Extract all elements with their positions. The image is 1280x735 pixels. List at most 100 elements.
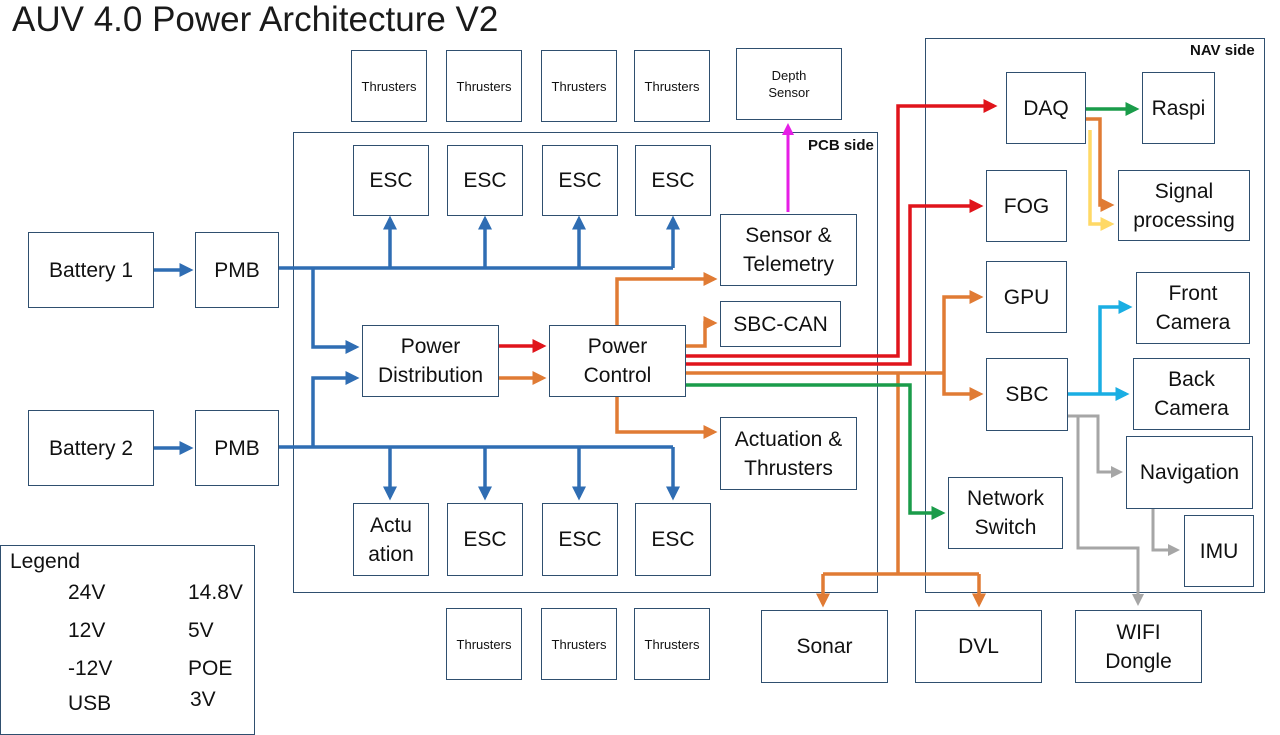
connection-wires	[14, 99, 1180, 711]
wire-daq-signal-neg12v	[1088, 130, 1115, 231]
sbc-box: SBC	[986, 358, 1068, 431]
sonar-box: Sonar	[761, 610, 888, 683]
esc-top-4-box: ESC	[635, 145, 711, 216]
wire-sbc-wifi	[1068, 414, 1144, 606]
raspi-box: Raspi	[1142, 72, 1215, 144]
actuation-thrusters-box: Actuation & Thrusters	[720, 417, 857, 490]
thrusters-top-1-label: Thrusters	[361, 78, 417, 94]
power-control-label: Power Control	[583, 335, 652, 387]
gpu-box: GPU	[986, 261, 1067, 333]
dvl-box: DVL	[915, 610, 1042, 683]
fog-label: FOG	[1003, 194, 1050, 218]
esc-top-1-box: ESC	[353, 145, 429, 216]
battery-2-box: Battery 2	[28, 410, 154, 486]
wire-pc-network-switch	[685, 383, 946, 520]
power-distribution-label: Power Distribution	[377, 335, 484, 387]
wire-bus-bot-powerdist	[311, 371, 360, 447]
esc-bottom-3-label: ESC	[558, 528, 602, 551]
esc-top-2-label: ESC	[463, 169, 507, 192]
sensor-telemetry-label: Sensor & Telemetry	[742, 224, 835, 276]
wire-navigation-imu	[1151, 509, 1180, 556]
legend-label-3v: 3V	[190, 688, 216, 711]
daq-label: DAQ	[1023, 96, 1069, 120]
battery-1-label: Battery 1	[48, 258, 134, 282]
nav-side-label: NAV side	[1190, 42, 1255, 59]
legend: Legend	[0, 545, 255, 735]
esc-top-3-label: ESC	[558, 169, 602, 192]
signal-processing-box: Signal processing	[1118, 170, 1250, 241]
pcb-side-label: PCB side	[808, 137, 874, 154]
thrusters-bottom-2-label: Thrusters	[551, 636, 607, 652]
thrusters-top-4-box: Thrusters	[634, 50, 710, 122]
fog-box: FOG	[986, 170, 1067, 242]
thrusters-top-3-label: Thrusters	[551, 78, 607, 94]
esc-bottom-4-box: ESC	[635, 503, 711, 576]
dvl-label: DVL	[958, 635, 999, 658]
wifi-dongle-box: WIFI Dongle	[1075, 610, 1202, 683]
depth-sensor-box: Depth Sensor	[736, 48, 842, 120]
battery-1-box: Battery 1	[28, 232, 154, 308]
network-switch-box: Network Switch	[948, 477, 1063, 549]
front-camera-box: Front Camera	[1136, 272, 1250, 344]
sonar-label: Sonar	[796, 635, 853, 658]
wire-bus-top-powerdist	[311, 268, 360, 354]
actuation-thrusters-label: Actuation & Thrusters	[734, 427, 843, 480]
back-camera-box: Back Camera	[1133, 358, 1250, 430]
nav-side-region	[925, 38, 1265, 593]
legend-label-14v8: 14.8V	[188, 581, 243, 604]
back-camera-label: Back Camera	[1154, 368, 1229, 420]
pmb-1-label: PMB	[214, 258, 260, 282]
pmb-1-box: PMB	[195, 232, 279, 308]
legend-label-neg12v: -12V	[68, 657, 113, 680]
legend-label-5v: 5V	[188, 619, 214, 642]
sbc-can-box: SBC-CAN	[720, 301, 841, 347]
thrusters-bottom-1-label: Thrusters	[456, 636, 512, 652]
wire-pc-daq	[685, 99, 998, 358]
esc-bottom-4-label: ESC	[651, 528, 695, 551]
thrusters-bottom-3-label: Thrusters	[644, 636, 700, 652]
battery-2-label: Battery 2	[48, 436, 134, 460]
wire-pc-fog	[685, 199, 984, 366]
thrusters-bottom-3-box: Thrusters	[634, 608, 710, 680]
esc-bottom-3-box: ESC	[542, 503, 618, 576]
esc-top-2-box: ESC	[447, 145, 523, 216]
wire-pc-actuation-thrusters	[615, 396, 718, 439]
imu-label: IMU	[1199, 539, 1239, 563]
front-camera-label: Front Camera	[1155, 282, 1231, 334]
power-control-box: Power Control	[549, 325, 686, 397]
thrusters-top-3-box: Thrusters	[541, 50, 617, 122]
actuation-label: Actu ation	[368, 513, 414, 566]
sbc-label: SBC	[1005, 383, 1049, 406]
esc-top-3-box: ESC	[542, 145, 618, 216]
thrusters-top-2-box: Thrusters	[446, 50, 522, 122]
gpu-label: GPU	[1003, 285, 1050, 309]
actuation-box: Actu ation	[353, 503, 429, 576]
legend-label-24v: 24V	[68, 581, 106, 604]
signal-processing-label: Signal processing	[1133, 179, 1235, 232]
raspi-label: Raspi	[1151, 96, 1206, 120]
navigation-box: Navigation	[1126, 436, 1253, 509]
depth-sensor-label: Depth Sensor	[768, 68, 810, 100]
thrusters-bottom-1-box: Thrusters	[446, 608, 522, 680]
sensor-telemetry-box: Sensor & Telemetry	[720, 214, 857, 286]
sbc-can-label: SBC-CAN	[733, 312, 828, 336]
thrusters-bottom-2-box: Thrusters	[541, 608, 617, 680]
wire-12v-sbc	[942, 373, 984, 401]
wire-poe-front-camera	[1098, 300, 1133, 394]
esc-top-4-label: ESC	[651, 169, 695, 192]
esc-bottom-2-box: ESC	[447, 503, 523, 576]
navigation-label: Navigation	[1139, 461, 1240, 484]
daq-box: DAQ	[1006, 72, 1086, 144]
diagram-title: AUV 4.0 Power Architecture V2	[12, 0, 499, 39]
legend-title: Legend	[10, 550, 81, 573]
wire-pc-sbc-can	[685, 316, 718, 348]
wifi-dongle-label: WIFI Dongle	[1105, 620, 1172, 673]
legend-label-12v: 12V	[68, 619, 106, 642]
power-distribution-box: Power Distribution	[362, 325, 499, 397]
esc-top-1-label: ESC	[369, 169, 413, 192]
imu-box: IMU	[1184, 515, 1254, 587]
pmb-2-label: PMB	[214, 436, 260, 460]
wire-sbc-navigation	[1068, 414, 1123, 478]
pmb-2-box: PMB	[195, 410, 279, 486]
thrusters-top-1-box: Thrusters	[351, 50, 427, 122]
